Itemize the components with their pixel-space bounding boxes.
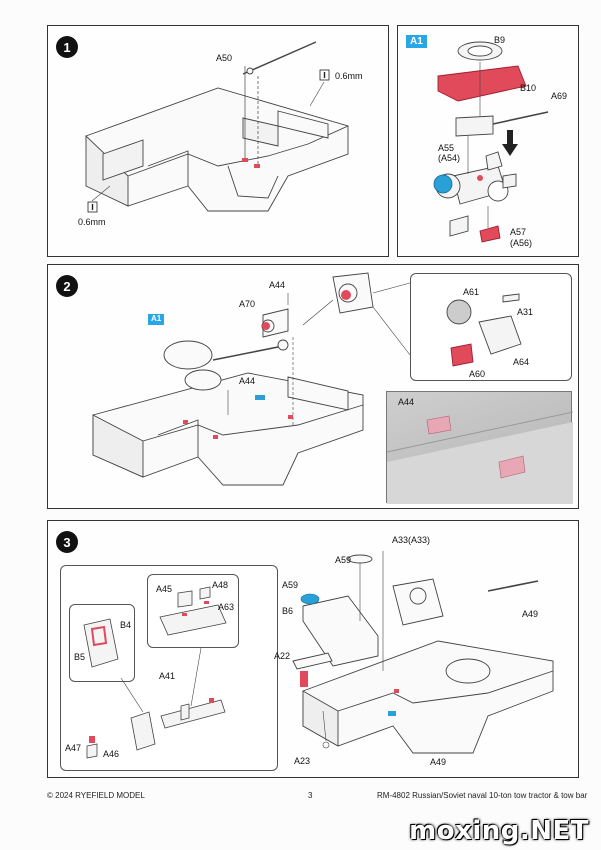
drill-icon [87, 201, 98, 213]
detail-drawing [446, 293, 522, 367]
step-3-cab-inset: B4 B5 [69, 604, 135, 682]
a1-tag: A1 [406, 35, 427, 48]
label-a50: A50 [216, 53, 233, 63]
label-a33: A33(A33) [392, 535, 431, 545]
label-dim-bottom: 0.6mm [78, 217, 106, 227]
label-b9: B9 [494, 35, 506, 45]
label-a59-top: A59 [335, 555, 352, 565]
step-3-panel: 3 A45 A48 A63 B4 [47, 520, 579, 778]
label-b10: B10 [520, 83, 537, 93]
label-a64: A64 [513, 357, 530, 367]
label-a49-bottom: A49 [430, 757, 447, 767]
label-a56: (A56) [510, 238, 533, 248]
label-a44-mid: A44 [239, 376, 256, 386]
a1-axle-drawing [433, 41, 549, 243]
label-a44-photo: A44 [398, 397, 415, 407]
drill-icon [319, 69, 330, 81]
label-a46: A46 [103, 749, 120, 759]
cab-drawing [83, 618, 119, 668]
label-a69: A69 [551, 91, 568, 101]
label-a23: A23 [294, 756, 311, 766]
label-a70: A70 [239, 299, 256, 309]
down-arrow-icon [502, 130, 518, 156]
label-a60: A60 [469, 369, 486, 379]
label-a41: A41 [159, 671, 176, 681]
label-b6: B6 [282, 606, 294, 616]
step-1-panel: 1 A50 0.6mm [47, 25, 389, 257]
a1-subassembly-panel: A1 B9 B10 A69 A55 (A54) A57 (A56) [397, 25, 579, 257]
label-b5: B5 [74, 652, 86, 662]
step-1-chassis-drawing [85, 41, 349, 213]
footer-page-number: 3 [308, 791, 313, 800]
footer-product: RM-4802 Russian/Soviet naval 10-ton tow … [377, 791, 588, 800]
label-a63: A63 [218, 602, 235, 612]
frame-drawing [159, 586, 227, 636]
footer-copyright: © 2024 RYEFIELD MODEL [47, 791, 145, 800]
step-3-subassembly-inset: A45 A48 A63 B4 B5 [60, 565, 278, 771]
step-3-chassis-drawing [292, 551, 554, 754]
step-2-panel: 2 [47, 264, 579, 509]
step-2-chassis-drawing [92, 272, 411, 486]
label-a61: A61 [463, 287, 480, 297]
label-a55: A55 [438, 143, 455, 153]
label-a47: A47 [65, 743, 82, 753]
step-2-number: 2 [56, 275, 78, 297]
label-a54: (A54) [438, 153, 461, 163]
watermark: moxing.NET [409, 816, 589, 846]
step-2-detail-inset: A61 A31 A64 A60 [410, 273, 572, 381]
label-b4: B4 [120, 620, 132, 630]
label-a59: A59 [282, 580, 299, 590]
label-dim-top: 0.6mm [335, 71, 363, 81]
label-a31: A31 [517, 307, 534, 317]
a44-reference-photo [386, 391, 574, 504]
label-a48: A48 [212, 580, 229, 590]
step-3-frame-inset: A45 A48 A63 [147, 574, 239, 648]
label-a57: A57 [510, 227, 527, 237]
label-a22: A22 [274, 651, 291, 661]
label-a45: A45 [156, 584, 173, 594]
step-1-number: 1 [56, 36, 78, 58]
label-a44-top: A44 [269, 280, 286, 290]
step-3-number: 3 [56, 531, 78, 553]
label-a49-right: A49 [522, 609, 539, 619]
subassembly-drawing [86, 647, 226, 759]
photo-content [386, 411, 574, 504]
a1-tag-step2: A1 [148, 314, 165, 325]
